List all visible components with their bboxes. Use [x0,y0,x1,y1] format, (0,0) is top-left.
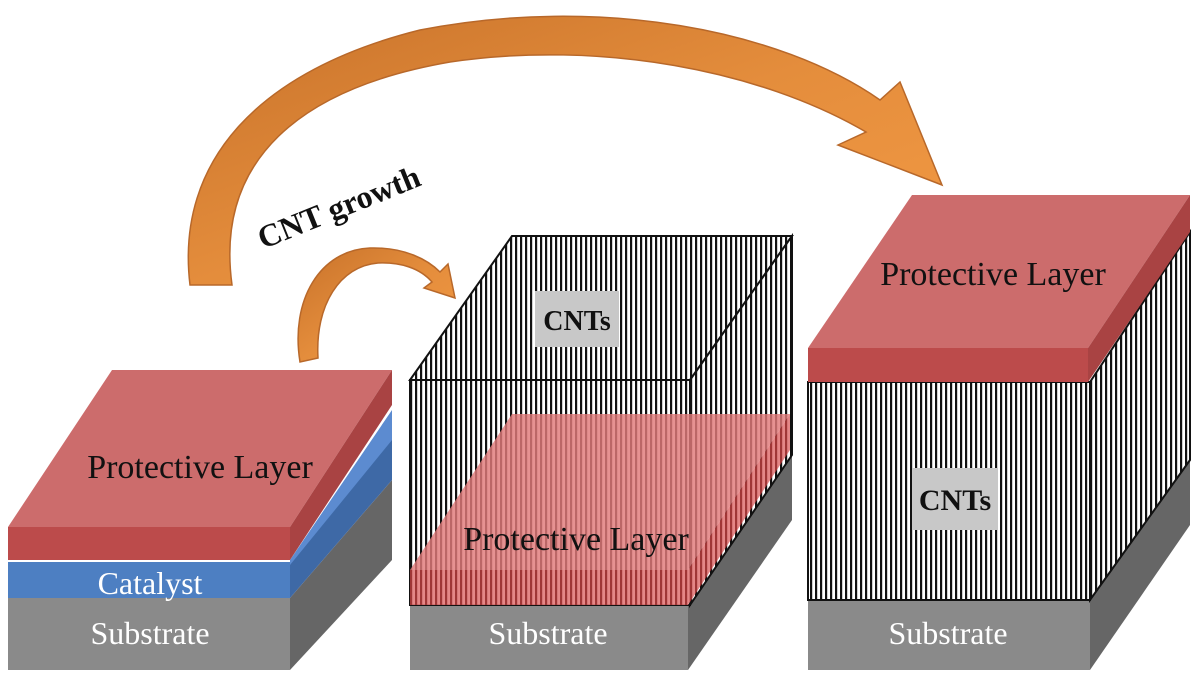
protective-front-3 [808,348,1088,382]
protective-side-2 [688,414,790,605]
protective-label-1: Protective Layer [87,449,313,486]
protective-label-3: Protective Layer [880,256,1106,293]
protective-label-2: Protective Layer [463,521,689,558]
substrate-label-3: Substrate [888,615,1007,651]
cnt-side-3 [1089,228,1191,604]
panel-2: CNTs Protective Layer Substrate [408,232,794,670]
protective-top-1 [8,370,392,527]
substrate-side-2 [688,455,792,670]
protective-top-2 [410,414,790,570]
cnt-label-box-3 [912,468,998,530]
substrate-front-2 [410,605,688,670]
substrate-side-3 [1090,460,1190,670]
substrate-side-1 [290,480,392,670]
cnt-label-2: CNTs [543,306,611,337]
cnt-label-box-2 [535,291,619,347]
catalyst-side [290,438,392,598]
catalyst-label: Catalyst [98,565,203,601]
substrate-label-1: Substrate [90,615,209,651]
substrate-label-2: Substrate [488,615,607,651]
protective-top-3 [808,195,1190,348]
panel-3: CNTs Protective Layer Substrate [807,195,1191,670]
small-growth-arrow [297,247,456,363]
catalyst-front [8,562,290,598]
large-growth-arrow [187,15,944,286]
substrate-front-1 [8,598,290,670]
protective-side-1 [290,370,392,560]
protective-front-2 [410,570,688,605]
cnt-growth-label: CNT growth [252,158,425,256]
substrate-front-3 [808,600,1090,670]
panel-1: Protective Layer Catalyst Substrate [8,370,392,670]
cnt-label-3: CNTs [919,484,991,517]
protective-side-3 [1088,195,1190,382]
protective-front-1 [8,527,290,560]
